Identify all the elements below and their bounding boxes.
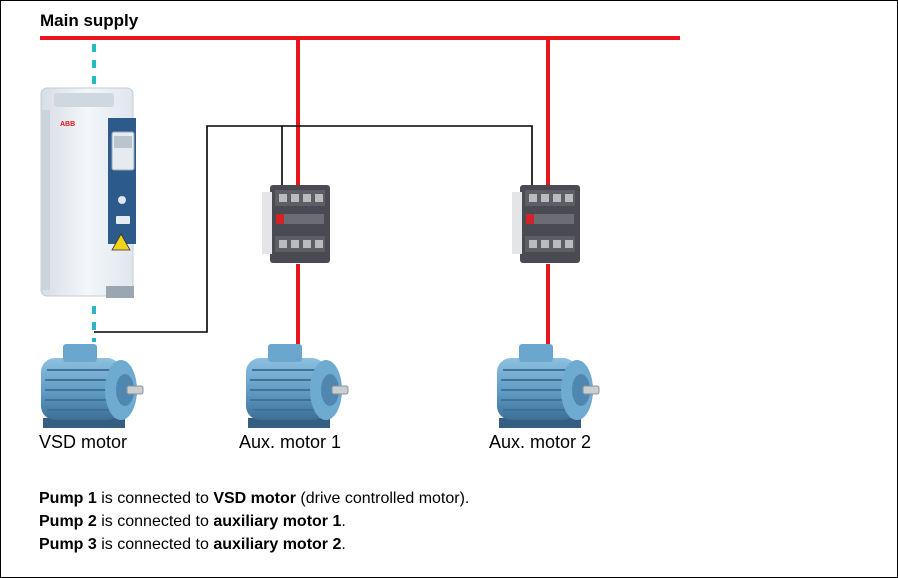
note-pump: Pump 2 xyxy=(39,513,97,530)
note-mid: is connected to xyxy=(97,490,214,507)
motor-label-aux-2: Aux. motor 2 xyxy=(489,432,591,452)
note-pump: Pump 1 xyxy=(39,490,97,507)
note-line: Pump 3 is connected to auxiliary motor 2… xyxy=(39,533,859,556)
note-target: auxiliary motor 2 xyxy=(213,536,341,553)
motor-icon xyxy=(246,344,348,428)
note-line: Pump 1 is connected to VSD motor (drive … xyxy=(39,487,859,510)
motor-icon xyxy=(41,344,143,428)
note-tail: (drive controlled motor). xyxy=(296,490,469,507)
pump-notes: Pump 1 is connected to VSD motor (drive … xyxy=(39,487,859,556)
note-mid: is connected to xyxy=(97,513,214,530)
motor-label-vsd: VSD motor xyxy=(39,432,127,452)
note-tail: . xyxy=(341,513,345,530)
note-target: VSD motor xyxy=(213,490,296,507)
note-target: auxiliary motor 1 xyxy=(213,513,341,530)
note-pump: Pump 3 xyxy=(39,536,97,553)
vsd-drive-icon: ABB xyxy=(41,88,136,298)
note-mid: is connected to xyxy=(97,536,214,553)
contactor-icon xyxy=(512,185,580,263)
note-tail: . xyxy=(341,536,345,553)
note-line: Pump 2 is connected to auxiliary motor 1… xyxy=(39,510,859,533)
drive-brand-label: ABB xyxy=(60,121,75,128)
main-supply-label: Main supply xyxy=(40,11,139,30)
motor-icon xyxy=(497,344,599,428)
contactor-icon xyxy=(262,185,330,263)
motor-label-aux-1: Aux. motor 1 xyxy=(239,432,341,452)
